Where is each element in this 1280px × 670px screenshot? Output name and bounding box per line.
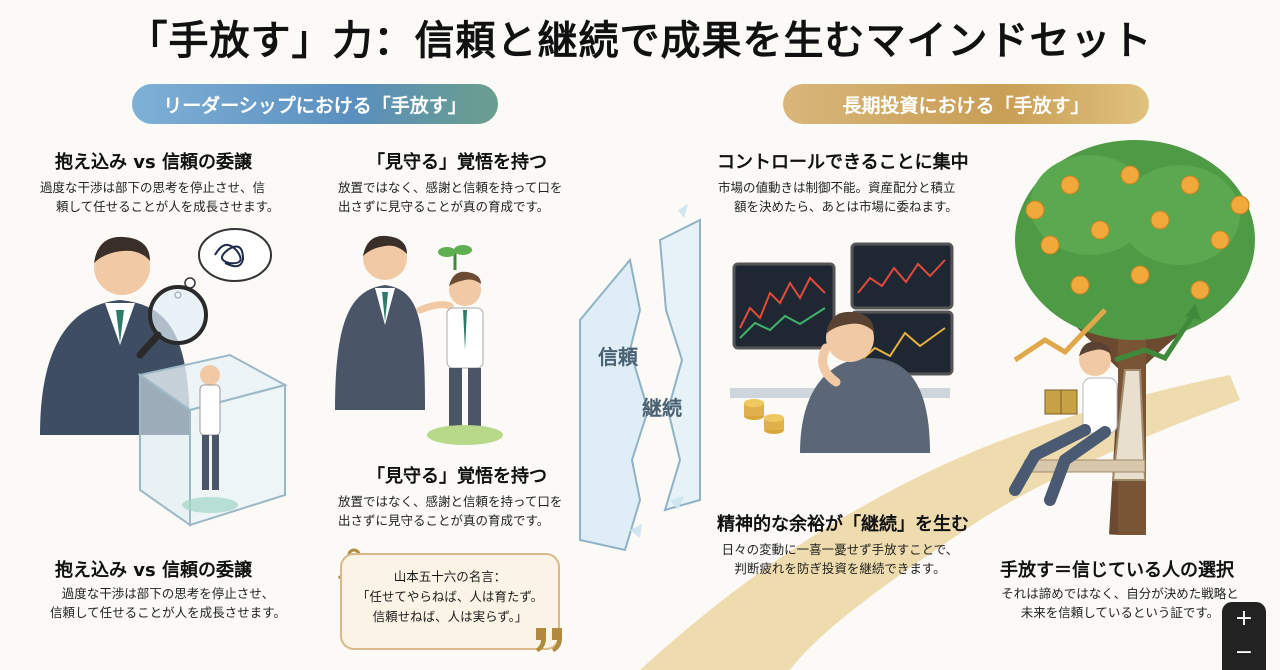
mentor-illustration [335, 235, 503, 445]
watch-text-top-line1: 放置ではなく、感謝と信頼を持って口を [338, 180, 563, 195]
holding-heading-bottom: 抱え込み vs 信頼の委譲 [55, 560, 252, 581]
watch-heading-bottom: 「見守る」覚悟を持つ [367, 466, 547, 487]
watch-text-bottom-line1: 放置ではなく、感謝と信頼を持って口を [338, 494, 563, 509]
control-text-line2: 額を決めたら、あとは市場に委ねます。 [734, 199, 958, 214]
quote-box: 山本五十六の名言： 「任せてやらねば、人は育たず。 信頼せねば、人は実らず。」 [340, 553, 560, 650]
watch-text-bottom: 放置ではなく、感謝と信頼を持って口を 出さずに見守ることが真の育成です。 [338, 492, 578, 530]
control-text-line1: 市場の値動きは制御不能。資産配分と積立 [718, 180, 956, 195]
holding-text-bottom-line2: 信頼して任せることが人を成長させます。 [50, 605, 286, 620]
margin-text-line1: 日々の変動に一喜一憂せず手放すことで、 [721, 542, 959, 557]
micromanager-illustration [40, 228, 288, 527]
holding-heading-top: 抱え込み vs 信頼の委譲 [55, 152, 252, 173]
stressed-trader-illustration [730, 242, 954, 453]
holding-text-bottom: 過度な干渉は部下の思考を停止させ、 信頼して任せることが人を成長させます。 [28, 584, 308, 622]
control-text: 市場の値動きは制御不能。資産配分と積立 額を決めたら、あとは市場に委ねます。 [718, 178, 978, 216]
watch-heading-top: 「見守る」覚悟を持つ [367, 152, 547, 173]
choice-text-line2: 未来を信頼しているという証です。 [1020, 605, 1220, 620]
holding-text-bottom-line1: 過度な干渉は部下の思考を停止させ、 [61, 586, 275, 601]
sprout-icon [438, 245, 472, 270]
zoom-control: + − [1222, 602, 1266, 670]
section-pill-investment: 長期投資における「手放す」 [783, 84, 1149, 124]
choice-text: それは諦めではなく、自分が決めた戦略と 未来を信頼しているという証です。 [985, 584, 1255, 622]
watch-text-top-line2: 出さずに見守ることが真の育成です。 [338, 199, 550, 214]
section-pill-leadership: リーダーシップにおける「手放す」 [132, 84, 498, 124]
relaxed-investor-illustration [1009, 304, 1201, 506]
quote-mark-icon [536, 628, 562, 652]
glass-word-continuity: 継続 [642, 396, 682, 420]
margin-text: 日々の変動に一喜一憂せず手放すことで、 判断疲れを防ぎ投資を継続できます。 [690, 540, 990, 578]
quote-attribution: 山本五十六の名言： [393, 569, 507, 584]
book-icon [1044, 389, 1078, 415]
holding-text-top: 過度な干渉は部下の思考を停止させ、信 頼して任せることが人を成長させます。 [40, 178, 300, 216]
broken-glass-illustration: 信頼 継続 [579, 204, 701, 552]
margin-heading: 精神的な余裕が「継続」を生む [717, 514, 969, 535]
quote-line1: 「任せてやらねば、人は育たず。 [356, 589, 544, 604]
holding-text-top-line1: 過度な干渉は部下の思考を停止させ、信 [40, 180, 266, 195]
margin-text-line2: 判断疲れを防ぎ投資を継続できます。 [734, 561, 946, 576]
watch-text-bottom-line2: 出さずに見守ることが真の育成です。 [338, 513, 550, 528]
fruit-icon [1025, 165, 1250, 300]
zoom-out-button[interactable]: − [1234, 640, 1254, 665]
page-title: 「手放す」力：信頼と継続で成果を生むマインドセット [127, 17, 1153, 64]
holding-text-top-line2: 頼して任せることが人を成長させます。 [56, 199, 280, 214]
growth-arrow-icon [1013, 304, 1201, 363]
choice-heading: 手放す＝信じている人の選択 [1000, 560, 1234, 581]
quote-line2: 信頼せねば、人は実らず。」 [372, 609, 528, 624]
control-heading: コントロールできることに集中 [717, 152, 969, 173]
glass-box-icon [137, 353, 288, 527]
choice-text-line1: それは諦めではなく、自分が決めた戦略と [1001, 586, 1239, 601]
watch-text-top: 放置ではなく、感謝と信頼を持って口を 出さずに見守ることが真の育成です。 [338, 178, 578, 216]
coin-stack-icon [744, 399, 784, 434]
glass-word-trust: 信頼 [598, 345, 639, 369]
zoom-in-button[interactable]: + [1234, 606, 1254, 631]
